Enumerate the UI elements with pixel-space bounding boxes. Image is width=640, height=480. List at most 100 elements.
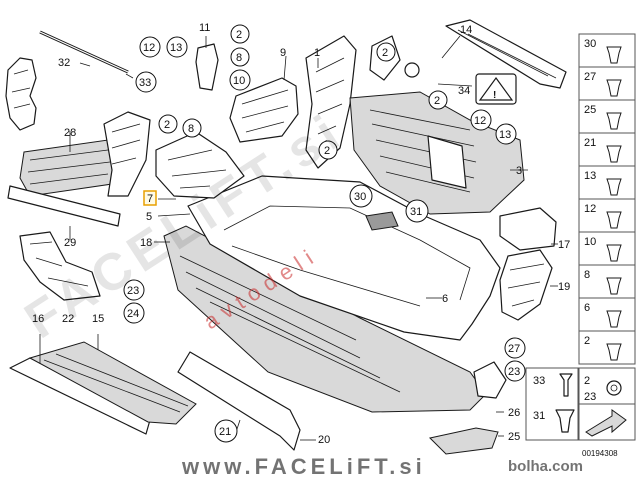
legend-bl-33: 33 <box>533 375 545 387</box>
legend-item-label: 13 <box>584 170 596 182</box>
part-34-warning-label: ! <box>475 73 517 105</box>
label-1: 1 <box>314 47 320 59</box>
callout-2a-circle <box>230 24 250 44</box>
part-11-bracket <box>195 43 219 91</box>
part-28-side-ribs <box>111 123 141 165</box>
fastener-icon <box>606 112 622 130</box>
label-7: 7 <box>147 193 153 205</box>
callout-33-circle <box>135 71 157 93</box>
fastener-icon <box>606 343 622 361</box>
callout-2d-circle <box>158 114 178 134</box>
fastener-icon <box>606 178 622 196</box>
callouts: 32 33 12 13 11 2 8 10 9 1 2 14 34 2 12 1… <box>32 22 570 446</box>
label-2b: 2 <box>382 47 388 59</box>
legend-item-label: 2 <box>584 335 590 347</box>
label-22: 22 <box>62 313 74 325</box>
part-28-side <box>103 111 151 197</box>
label-10: 10 <box>233 75 245 87</box>
part-7-front-shield <box>155 131 245 199</box>
label-5: 5 <box>146 211 152 223</box>
label-2c: 2 <box>434 95 440 107</box>
label-25: 25 <box>508 431 520 443</box>
label-17: 17 <box>558 239 570 251</box>
fastener-31-icon <box>555 409 575 433</box>
label-26: 26 <box>508 407 520 419</box>
fastener-icon <box>606 244 622 262</box>
part-15-ribs <box>43 353 189 413</box>
label-21: 21 <box>219 426 231 438</box>
part-14-rail <box>445 19 567 89</box>
part-1-duct <box>305 35 357 169</box>
label-13b: 13 <box>499 129 511 141</box>
legend-item-label: 27 <box>584 71 596 83</box>
fastener-icon <box>606 79 622 97</box>
label-2a: 2 <box>236 29 242 41</box>
legend-br-23: 23 <box>584 391 596 403</box>
watermark-bolha: bolha.com <box>508 458 583 475</box>
legend-item-label: 8 <box>584 269 590 281</box>
callout-30-circle <box>349 184 373 208</box>
fastener-icon <box>606 145 622 163</box>
direction-arrow-icon <box>585 409 627 437</box>
part-28-panel <box>19 139 119 197</box>
part-28-ribs <box>27 149 111 185</box>
label-27: 27 <box>508 343 520 355</box>
label-28: 28 <box>64 127 76 139</box>
label-15: 15 <box>92 313 104 325</box>
part-1-ribs <box>315 57 345 135</box>
watermark-bottom: www.FACELiFT.si <box>181 454 426 479</box>
label-33: 33 <box>139 77 151 89</box>
part-left-liner <box>5 57 37 131</box>
callout-2e-circle <box>318 140 338 160</box>
fastener-icon <box>606 277 622 295</box>
part-9-ribs <box>241 89 289 133</box>
fastener-2-hole <box>610 384 618 392</box>
legend-item-label: 10 <box>584 236 596 248</box>
label-18: 18 <box>140 237 152 249</box>
part-left-liner-ribs <box>11 69 31 109</box>
callout-8b-circle <box>182 118 202 138</box>
label-11: 11 <box>199 22 210 34</box>
label-16: 16 <box>32 313 44 325</box>
legend-item-label: 12 <box>584 203 596 215</box>
callout-13b-circle <box>495 123 517 145</box>
part-5-opening <box>365 211 399 231</box>
callout-21-circle <box>214 419 238 443</box>
label-12b: 12 <box>474 115 486 127</box>
label-8b: 8 <box>188 123 194 135</box>
callout-23a-circle <box>123 279 145 301</box>
part-21-strip <box>177 351 301 451</box>
label-32: 32 <box>58 57 70 69</box>
legend-bottom-right-box <box>578 367 636 405</box>
part-29-strip <box>7 185 121 227</box>
label-31: 31 <box>410 206 422 218</box>
callout-2b-circle <box>376 42 396 62</box>
part-14-ribs <box>457 29 557 79</box>
legend-br-2: 2 <box>584 375 590 387</box>
legend-bl-31: 31 <box>533 410 545 422</box>
label-2d: 2 <box>164 119 170 131</box>
legend-item-label: 6 <box>584 302 590 314</box>
label-20: 20 <box>318 434 330 446</box>
part-7-ribs <box>167 149 227 189</box>
part-32-rod <box>39 30 129 74</box>
fastener-33-icon <box>559 373 573 397</box>
svg-text:!: ! <box>493 90 496 101</box>
part-26-bracket <box>473 361 507 399</box>
label-14: 14 <box>460 24 472 36</box>
callout-13a-circle <box>166 36 188 58</box>
callout-23b-circle <box>504 360 526 382</box>
callout-24-circle <box>123 302 145 324</box>
label-9: 9 <box>280 47 286 59</box>
fastener-icon <box>606 211 622 229</box>
part-22-ribs <box>29 241 89 287</box>
part-22-corner <box>19 231 101 301</box>
callout-8a-circle <box>230 47 250 67</box>
part-3-ribs <box>369 109 477 193</box>
callout-12b-circle <box>470 109 492 131</box>
label-19: 19 <box>558 281 570 293</box>
